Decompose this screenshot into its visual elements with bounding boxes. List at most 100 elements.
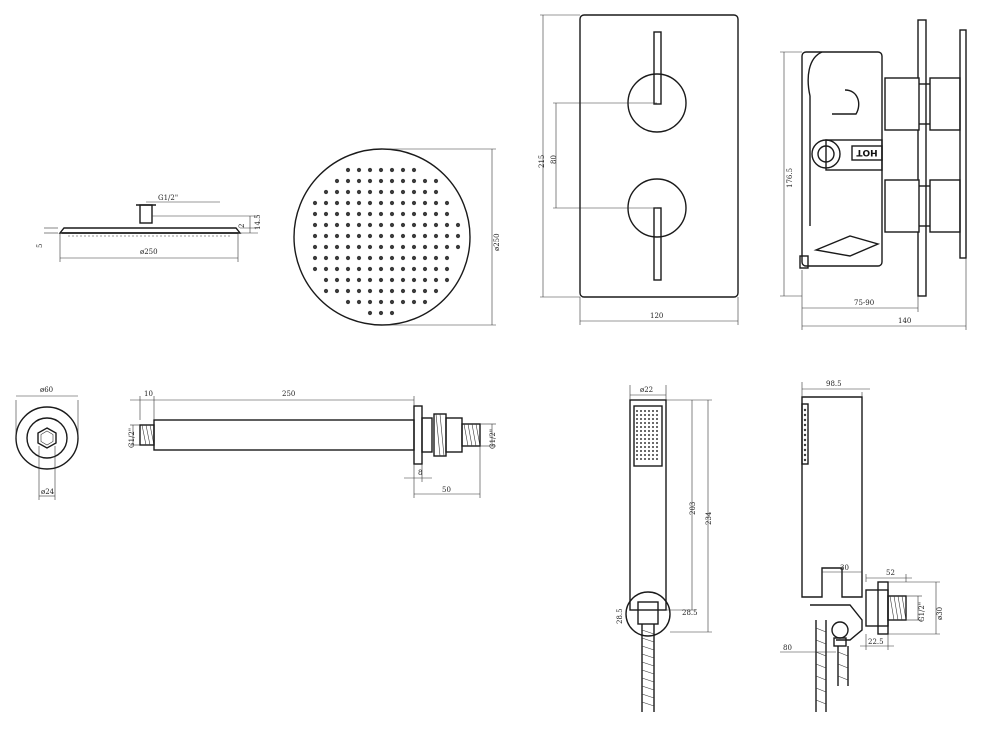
- nozzle-hole: [367, 277, 373, 283]
- handset-nozzle: [636, 434, 638, 436]
- nozzle-hole: [422, 233, 428, 239]
- valve-side-depth: 140: [898, 317, 911, 325]
- nozzle-hole: [323, 244, 329, 250]
- handset-nozzle: [636, 458, 638, 460]
- nozzle-hole: [444, 277, 450, 283]
- nozzle-hole: [345, 255, 351, 261]
- handset-side-nozzle: [803, 423, 807, 427]
- handset-nozzle: [648, 450, 650, 452]
- valve-side-depth-range: 75-90: [854, 299, 874, 307]
- handset-nozzle: [636, 454, 638, 456]
- handset-side-nozzle: [803, 443, 807, 447]
- nozzle-hole: [323, 288, 329, 294]
- handset-nozzle: [636, 410, 638, 412]
- handset-nozzle: [656, 430, 658, 432]
- nozzle-hole: [312, 200, 318, 206]
- nozzle-hole: [356, 255, 362, 261]
- nozzle-hole: [356, 266, 362, 272]
- handset-nozzle: [640, 426, 642, 428]
- handset-nozzle: [644, 446, 646, 448]
- nozzle-hole: [411, 255, 417, 261]
- nozzle-hole: [312, 266, 318, 272]
- nozzle-hole: [356, 167, 362, 173]
- nozzle-hole: [422, 288, 428, 294]
- nozzle-hole: [378, 222, 384, 228]
- wall-flange-view: ø60 ø24: [15, 386, 79, 500]
- nozzle-hole: [389, 288, 395, 294]
- handset-nozzle: [644, 454, 646, 456]
- handset-nozzle: [644, 442, 646, 444]
- handset-side-nozzle: [803, 418, 807, 422]
- nozzle-hole: [411, 200, 417, 206]
- handset-side-nozzle: [803, 438, 807, 442]
- nozzle-hole: [411, 167, 417, 173]
- nozzle-hole: [433, 189, 439, 195]
- handset-nozzles: [636, 410, 658, 460]
- nozzle-hole: [389, 310, 395, 316]
- nozzle-hole: [422, 255, 428, 261]
- nozzle-hole: [367, 189, 373, 195]
- nozzle-hole: [422, 299, 428, 305]
- nozzle-hole: [367, 244, 373, 250]
- nozzle-hole: [422, 222, 428, 228]
- nozzle-hole: [312, 211, 318, 217]
- shower-head-front-dia: ø250: [493, 233, 501, 251]
- handset-base: 80: [783, 644, 792, 652]
- hot-label: HOT: [855, 147, 877, 157]
- handset-nozzle: [652, 418, 654, 420]
- nozzle-hole: [389, 211, 395, 217]
- nozzle-hole: [400, 299, 406, 305]
- handset-side-width: 98.5: [826, 380, 842, 388]
- nozzle-hole: [411, 266, 417, 272]
- handset-nozzle: [644, 426, 646, 428]
- arm-flange-len: 10: [144, 390, 153, 398]
- nozzle-hole: [356, 222, 362, 228]
- nozzle-hole: [422, 178, 428, 184]
- nozzle-hole: [367, 211, 373, 217]
- nozzle-hole: [367, 233, 373, 239]
- handset-outlet-width: 52: [886, 569, 895, 577]
- nozzle-hole: [356, 288, 362, 294]
- nozzle-hole: [411, 288, 417, 294]
- handset-nozzle: [640, 438, 642, 440]
- nozzle-hole: [323, 200, 329, 206]
- nozzle-hole: [433, 211, 439, 217]
- handset-nozzle: [648, 458, 650, 460]
- nozzle-hole: [400, 277, 406, 283]
- nozzle-hole: [323, 277, 329, 283]
- handset-nozzle: [648, 434, 650, 436]
- handset-nozzle: [652, 446, 654, 448]
- handset-nozzle: [656, 422, 658, 424]
- nozzle-hole: [444, 255, 450, 261]
- nozzle-hole: [334, 255, 340, 261]
- nozzle-hole: [367, 266, 373, 272]
- handset-nozzle: [652, 438, 654, 440]
- handset-nozzle: [656, 454, 658, 456]
- nozzle-hole: [345, 167, 351, 173]
- nozzle-hole: [367, 222, 373, 228]
- nozzle-hole: [389, 299, 395, 305]
- handset-nozzle: [636, 438, 638, 440]
- nozzle-hole: [400, 222, 406, 228]
- handset-nozzle: [652, 422, 654, 424]
- handset-nozzle: [648, 442, 650, 444]
- handset-nozzle: [636, 446, 638, 448]
- handset-side-thread: G1/2": [918, 602, 926, 622]
- nozzle-hole: [356, 244, 362, 250]
- handset-nozzle: [656, 414, 658, 416]
- handset-nozzle: [652, 426, 654, 428]
- nozzle-hole: [345, 233, 351, 239]
- handset-nozzle: [648, 446, 650, 448]
- handset-elbow-left: 28.5: [616, 608, 624, 624]
- handset-nozzle: [640, 450, 642, 452]
- handset-nozzle: [648, 426, 650, 428]
- nozzle-hole: [411, 277, 417, 283]
- nozzle-hole: [367, 255, 373, 261]
- nozzle-hole: [378, 189, 384, 195]
- nozzle-hole: [455, 244, 461, 250]
- nozzle-hole: [433, 266, 439, 272]
- nozzle-hole: [334, 277, 340, 283]
- nozzle-hole: [367, 299, 373, 305]
- nozzle-hole: [323, 189, 329, 195]
- handset-nozzle: [640, 454, 642, 456]
